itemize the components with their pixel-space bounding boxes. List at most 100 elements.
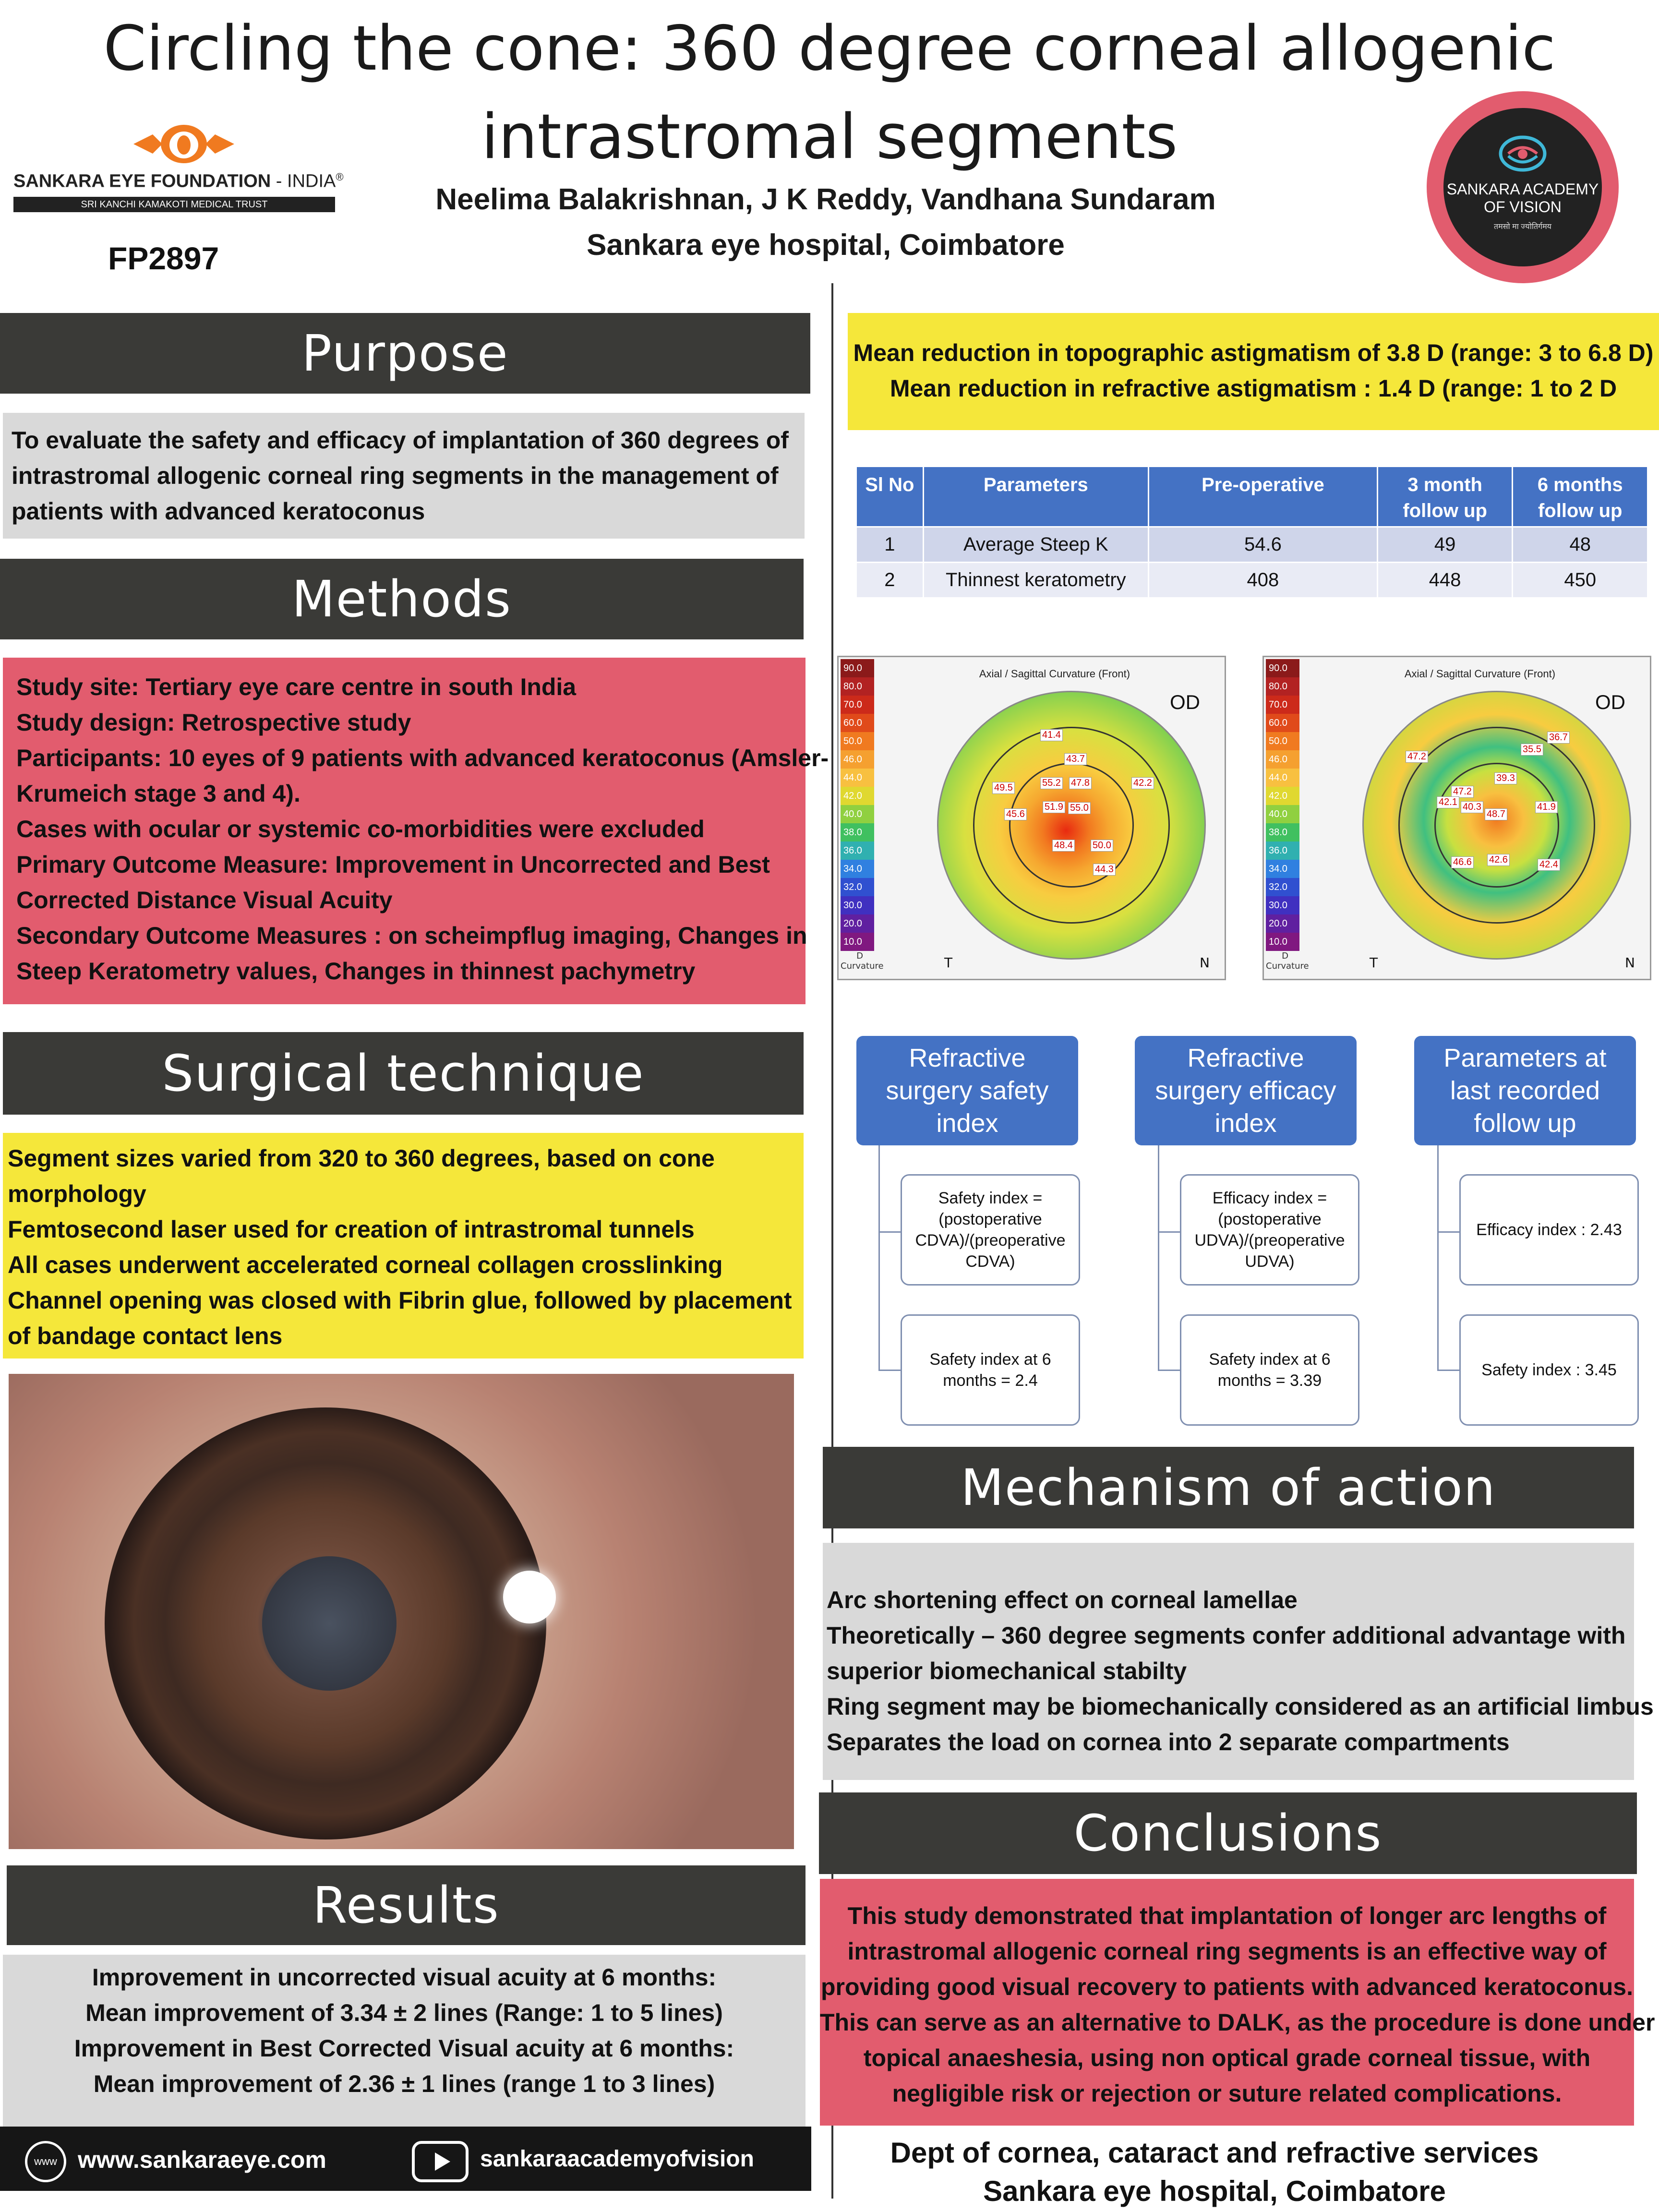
- footer-dept: Dept of cornea, cataract and refractive …: [890, 2137, 1539, 2169]
- topography-map-preop: 90.0 80.0 70.0 60.0 50.0 46.0 44.0 42.0 …: [837, 656, 1226, 980]
- eye-label: OD: [1170, 691, 1200, 713]
- color-scale: 90.0 80.0 70.0 60.0 50.0 46.0 44.0 42.0 …: [1266, 659, 1309, 971]
- academy-tagline: तमसो मा ज्योतिर्गमय: [1494, 223, 1551, 231]
- table-row: 2 Thinnest keratometry 408 448 450: [855, 562, 1648, 599]
- methods-line: Secondary Outcome Measures : on scheimpf…: [16, 922, 807, 949]
- conclusions-body: This study demonstrated that implantatio…: [820, 1879, 1655, 2126]
- scale-cell: 42.0: [841, 787, 874, 805]
- methods-line: Cases with ocular or systemic co-morbidi…: [16, 816, 705, 842]
- purpose-line: intrastromal allogenic corneal ring segm…: [12, 462, 779, 489]
- mechanism-line: Ring segment may be biomechanically cons…: [827, 1693, 1654, 1720]
- col-header-3month: 3 month follow up: [1376, 466, 1514, 528]
- results-line: Improvement in uncorrected visual acuity…: [92, 1964, 717, 1991]
- footer-bar: www www.sankaraeye.com sankaraacademyofv…: [0, 2127, 811, 2191]
- map-value-label: 45.6: [1004, 808, 1027, 820]
- conclusions-line: This study demonstrated that implantatio…: [847, 1902, 1607, 1929]
- poster-code: FP2897: [108, 240, 219, 276]
- table-cell: 450: [1512, 562, 1648, 599]
- scale-cell: 34.0: [1266, 860, 1299, 878]
- methods-heading: Methods: [0, 559, 804, 639]
- map-value-label: 35.5: [1521, 744, 1543, 756]
- map-value-label: 47.8: [1069, 777, 1092, 789]
- map-value-label: 55.2: [1040, 777, 1063, 789]
- table-cell: 448: [1376, 562, 1514, 599]
- mechanism-heading: Mechanism of action: [823, 1447, 1634, 1528]
- scale-cell: 44.0: [1266, 769, 1299, 787]
- surgical-heading: Surgical technique: [3, 1032, 804, 1115]
- scale-cell: 70.0: [841, 696, 874, 714]
- title-line-1: Circling the cone: 360 degree corneal al…: [103, 13, 1556, 84]
- eye-swirl-icon: [1499, 135, 1547, 172]
- table-cell: 2: [855, 562, 924, 599]
- results-line: Mean improvement of 3.34 ± 2 lines (Rang…: [85, 1999, 723, 2026]
- table-cell: 1: [855, 526, 924, 563]
- axis-nasal: N: [1200, 955, 1210, 971]
- map-value-label: 44.3: [1093, 864, 1116, 876]
- scale-cell: 10.0: [1266, 933, 1299, 951]
- map-value-label: 51.9: [1043, 801, 1065, 813]
- scale-label: Curvature: [1266, 961, 1309, 971]
- foundation-trust-bar: SRI KANCHI KAMAKOTI MEDICAL TRUST: [13, 197, 335, 212]
- purpose-line: To evaluate the safety and efficacy of i…: [12, 427, 789, 454]
- website-link[interactable]: www.sankaraeye.com: [78, 2146, 326, 2173]
- surgical-line: morphology: [8, 1180, 146, 1207]
- scale-cell: 38.0: [1266, 823, 1299, 842]
- academy-name-2: OF VISION: [1484, 198, 1562, 216]
- scale-cell: 44.0: [841, 769, 874, 787]
- lamp-logo-icon: [133, 125, 234, 163]
- scale-label: Curvature: [841, 961, 884, 971]
- eye-label: OD: [1595, 691, 1625, 713]
- results-line: Mean improvement of 2.36 ± 1 lines (rang…: [93, 2070, 715, 2097]
- slit-lamp-eye-photo: [9, 1374, 794, 1849]
- scale-cell: 30.0: [841, 896, 874, 914]
- flow-connector: [878, 1145, 901, 1371]
- scale-cell: 40.0: [841, 805, 874, 823]
- map-value-label: 46.6: [1451, 856, 1474, 868]
- flow-box-safety-6months: Safety index at 6 months = 2.4: [901, 1314, 1080, 1426]
- purpose-heading: Purpose: [0, 313, 810, 394]
- scale-cell: 36.0: [1266, 842, 1299, 860]
- conclusions-line: intrastromal allogenic corneal ring segm…: [847, 1938, 1607, 1965]
- www-label: www: [34, 2155, 57, 2167]
- methods-line: Study site: Tertiary eye care centre in …: [16, 673, 577, 700]
- surgical-line: Segment sizes varied from 320 to 360 deg…: [8, 1145, 715, 1172]
- scale-cell: 30.0: [1266, 896, 1299, 914]
- methods-line: Study design: Retrospective study: [16, 709, 411, 736]
- map-value-label: 39.3: [1494, 772, 1517, 784]
- mechanism-line: Theoretically – 360 degree segments conf…: [827, 1622, 1626, 1649]
- scale-cell: 20.0: [1266, 914, 1299, 933]
- sankara-eye-foundation-logo: SANKARA EYE FOUNDATION - INDIA® SRI KANC…: [13, 120, 345, 216]
- scale-cell: 42.0: [1266, 787, 1299, 805]
- results-line: Improvement in Best Corrected Visual acu…: [74, 2035, 734, 2062]
- conclusions-heading: Conclusions: [819, 1792, 1637, 1874]
- footer-hospital: Sankara eye hospital, Coimbatore: [983, 2175, 1446, 2207]
- scale-cell: 36.0: [841, 842, 874, 860]
- flow-title-efficacy: Refractive surgery efficacy index: [1135, 1036, 1357, 1145]
- axis-temporal: T: [944, 955, 953, 971]
- globe-icon: www: [25, 2141, 66, 2182]
- map-title: Axial / Sagittal Curvature (Front): [979, 668, 1130, 680]
- map-value-label: 47.2: [1406, 751, 1428, 763]
- map-value-label: 42.6: [1487, 854, 1510, 866]
- methods-body: Study site: Tertiary eye care centre in …: [3, 658, 829, 1004]
- scale-cell: 38.0: [841, 823, 874, 842]
- scale-cell: 90.0: [841, 659, 874, 677]
- map-value-label: 40.3: [1461, 801, 1483, 813]
- scale-cell: 32.0: [841, 878, 874, 896]
- flow-connector: [1158, 1145, 1180, 1371]
- foundation-name: SANKARA EYE FOUNDATION: [13, 171, 271, 192]
- col-header-6months: 6 months follow up: [1512, 466, 1648, 528]
- table-cell: 54.6: [1147, 526, 1378, 563]
- title-line-2: intrastromal segments: [481, 101, 1178, 173]
- flow-box-last-efficacy: Efficacy index : 2.43: [1459, 1174, 1639, 1286]
- flow-connector: [1437, 1145, 1459, 1371]
- scale-cell: 34.0: [841, 860, 874, 878]
- astig-line: Mean reduction in topographic astigmatis…: [853, 339, 1654, 366]
- mechanism-line: Separates the load on cornea into 2 sepa…: [827, 1729, 1510, 1755]
- axis-temporal: T: [1370, 955, 1378, 971]
- channel-link[interactable]: sankaraacademyofvision: [480, 2146, 754, 2172]
- flow-box-efficacy-6months: Safety index at 6 months = 3.39: [1180, 1314, 1359, 1426]
- scale-cell: 20.0: [841, 914, 874, 933]
- scale-footer: D: [856, 951, 863, 961]
- table-cell: 48: [1512, 526, 1648, 563]
